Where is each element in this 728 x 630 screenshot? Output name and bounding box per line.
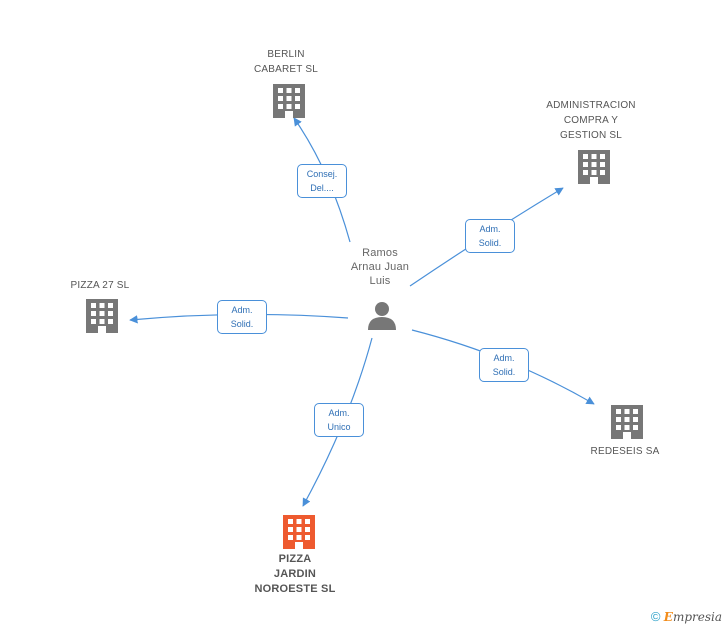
edge-label-pizza27[interactable]: Adm. Solid.	[217, 300, 267, 334]
person-label-line: Ramos	[362, 247, 398, 259]
edge-label-line: Solid.	[230, 319, 254, 329]
edge-label-line: Unico	[327, 422, 351, 432]
company-label-line: COMPRA Y	[563, 115, 619, 126]
building-icon-pizza27[interactable]	[86, 299, 118, 333]
edge-label-berlin[interactable]: Consej. Del....	[297, 164, 347, 198]
brand-logo: Empresia	[663, 610, 722, 624]
person-label[interactable]: Ramos Arnau Juan Luis	[335, 246, 425, 288]
building-icon-administracion[interactable]	[578, 150, 610, 184]
edge-label-line: Solid.	[492, 367, 516, 377]
edge-label-redeseis[interactable]: Adm. Solid.	[479, 348, 529, 382]
edge-label-administracion[interactable]: Adm. Solid.	[465, 219, 515, 253]
edge-label-line: Consej.	[306, 169, 338, 179]
building-icon-pizzajardin[interactable]	[283, 515, 315, 549]
person-icon[interactable]	[368, 302, 396, 330]
brand-footer: © Empresia	[651, 609, 722, 624]
copyright-icon: ©	[650, 609, 661, 624]
edge-label-line: Solid.	[478, 238, 502, 248]
person-label-line: Arnau Juan	[350, 261, 410, 273]
building-icon-berlin[interactable]	[273, 84, 305, 118]
company-label-redeseis[interactable]: REDESEIS SA	[580, 444, 670, 459]
edge-label-line: Adm.	[493, 353, 515, 363]
company-label-line: GESTION SL	[559, 130, 622, 141]
edge-label-line: Adm.	[479, 224, 501, 234]
person-label-line: Luis	[369, 275, 391, 287]
company-label-berlin[interactable]: BERLIN CABARET SL	[236, 47, 336, 77]
company-label-line: REDESEIS SA	[590, 446, 660, 457]
edge-label-line: Del....	[310, 183, 334, 193]
company-label-administracion[interactable]: ADMINISTRACION COMPRA Y GESTION SL	[536, 98, 646, 143]
company-label-pizzajardin[interactable]: PIZZA JARDIN NOROESTE SL	[245, 552, 345, 597]
company-label-line: NOROESTE SL	[254, 583, 336, 595]
edge-label-line: Adm.	[328, 408, 350, 418]
company-label-pizza27[interactable]: PIZZA 27 SL	[55, 278, 145, 293]
company-label-line: PIZZA 27 SL	[70, 280, 130, 291]
company-label-line: ADMINISTRACION	[546, 100, 636, 111]
company-label-line: JARDIN	[273, 568, 317, 580]
company-label-line: CABARET SL	[253, 64, 319, 75]
edge-label-pizzajardin[interactable]: Adm. Unico	[314, 403, 364, 437]
company-label-line: BERLIN	[267, 49, 305, 60]
building-icon-redeseis[interactable]	[611, 405, 643, 439]
edge-label-line: Adm.	[231, 305, 253, 315]
company-label-line: PIZZA	[278, 553, 312, 565]
